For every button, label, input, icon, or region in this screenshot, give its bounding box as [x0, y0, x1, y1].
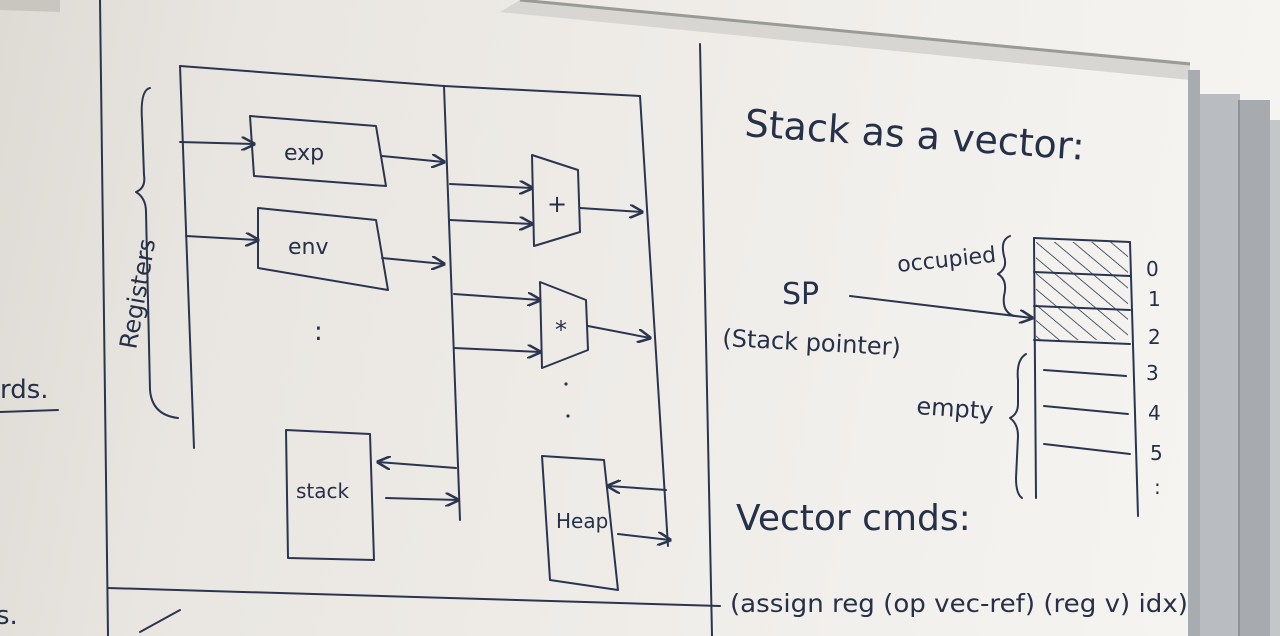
- index-0: 0: [1146, 257, 1159, 281]
- heap-box: [541, 455, 619, 591]
- registers-label: Registers: [114, 237, 161, 351]
- register-exp-box: [249, 115, 387, 187]
- vector-cmds-heading: Vector cmds:: [736, 498, 971, 539]
- empty-label: empty: [916, 392, 995, 425]
- index-2: 2: [1148, 325, 1161, 349]
- register-env-label: env: [288, 235, 329, 260]
- left-edge: [0, 0, 109, 636]
- occupied-cells: [1036, 242, 1128, 340]
- register-exp-label: exp: [284, 141, 324, 166]
- left-fragment-2: s.: [0, 601, 18, 631]
- index-3: 3: [1146, 361, 1159, 385]
- stack-vector: [849, 235, 1139, 517]
- operator-plus-label: +: [547, 190, 567, 218]
- stack-box: [285, 429, 375, 561]
- index-4: 4: [1148, 401, 1161, 425]
- index-5: 5: [1150, 441, 1163, 465]
- occupied-label: occupied: [896, 243, 997, 278]
- left-fragment-1: rds.: [0, 375, 49, 405]
- stack-label: stack: [296, 479, 350, 503]
- sp-label: SP: [782, 277, 819, 312]
- machine-diagram: [107, 43, 721, 636]
- stack-vector-title: Stack as a vector:: [743, 101, 1086, 169]
- register-ellipsis: :: [314, 317, 323, 347]
- operator-plus-box: [531, 154, 581, 247]
- vector-ref-command: (assign reg (op vec-ref) (reg v) idx): [730, 589, 1188, 618]
- operator-times-label: *: [555, 316, 567, 344]
- sp-caption: (Stack pointer): [722, 324, 902, 361]
- operator-times-box: [539, 281, 589, 369]
- index-1: 1: [1148, 287, 1161, 311]
- heap-label: Heap: [556, 509, 608, 533]
- index-more: :: [1154, 475, 1161, 499]
- index-labels: 0 1 2 3 4 5 :: [1146, 257, 1163, 499]
- register-env-box: [257, 207, 389, 291]
